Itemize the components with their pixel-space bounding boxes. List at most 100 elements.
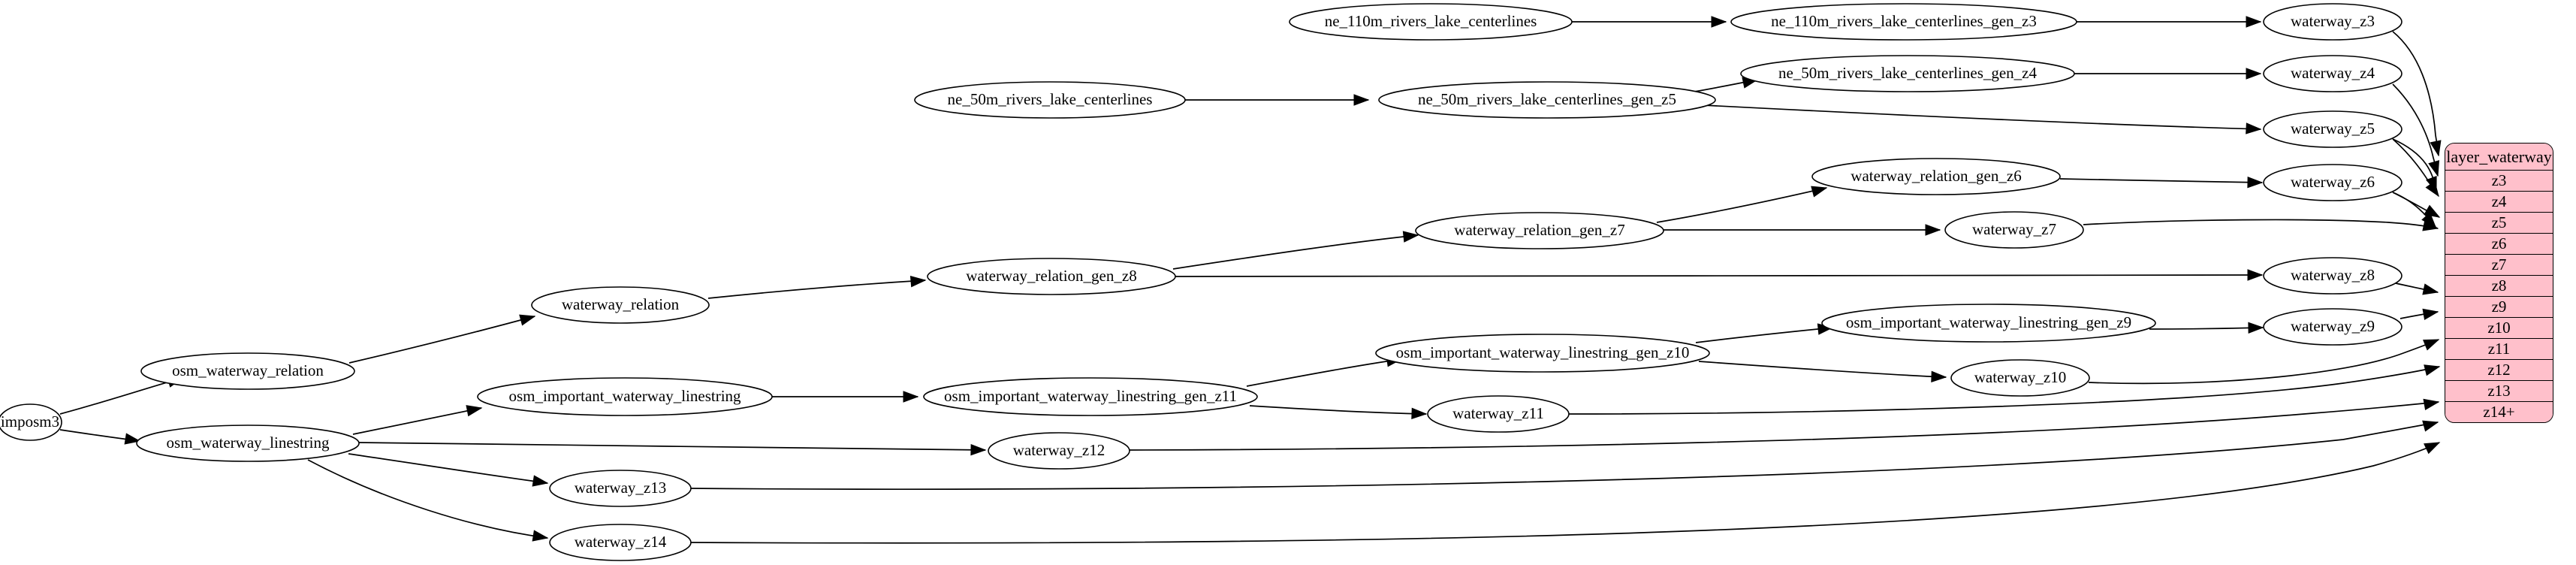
graph-node-ne_110m_rivers_lake_centerlines_gen_z3[interactable]: ne_110m_rivers_lake_centerlines_gen_z3 <box>1730 3 2077 41</box>
node-ellipse <box>1289 3 1573 41</box>
table-row-z7[interactable]: z7 <box>2445 255 2553 276</box>
graph-edge <box>59 377 183 415</box>
arrow-head-icon <box>2426 176 2437 193</box>
arrow-head-icon <box>2430 140 2442 157</box>
graph-node-osm_important_waterway_linestring[interactable]: osm_important_waterway_linestring <box>477 377 773 416</box>
node-ellipse <box>2263 308 2403 346</box>
arrow-head-icon <box>2423 339 2440 351</box>
graph-node-waterway_z9[interactable]: waterway_z9 <box>2263 308 2403 346</box>
graph-node-ne_50m_rivers_lake_centerlines_gen_z4[interactable]: ne_50m_rivers_lake_centerlines_gen_z4 <box>1740 55 2075 92</box>
graph-node-waterway_z4[interactable]: waterway_z4 <box>2263 55 2403 92</box>
arrow-head-icon <box>2247 176 2264 189</box>
arrow-head-icon <box>2247 269 2264 281</box>
graph-edge <box>358 442 986 451</box>
arrow-head-icon <box>2246 68 2262 80</box>
node-ellipse <box>2263 3 2403 41</box>
graph-edge <box>1129 401 2439 451</box>
graph-edge <box>307 459 548 539</box>
node-ellipse <box>140 352 355 390</box>
graph-edge <box>352 407 482 435</box>
node-ellipse <box>1730 3 2077 41</box>
arrow-head-icon <box>970 443 987 456</box>
arrow-head-icon <box>2422 283 2439 295</box>
table-row-z10[interactable]: z10 <box>2445 318 2553 339</box>
graph-node-waterway_z3[interactable]: waterway_z3 <box>2263 3 2403 41</box>
graph-edge <box>707 279 926 299</box>
arrow-head-icon <box>2422 308 2439 320</box>
graph-node-waterway_z7[interactable]: waterway_z7 <box>1944 211 2084 249</box>
node-ellipse <box>988 432 1130 470</box>
table-row-z8[interactable]: z8 <box>2445 276 2553 297</box>
graph-node-waterway_z6[interactable]: waterway_z6 <box>2263 164 2403 201</box>
graph-node-waterway_z14[interactable]: waterway_z14 <box>549 524 692 561</box>
node-ellipse <box>531 286 710 324</box>
node-ellipse <box>1740 55 2075 92</box>
arrow-head-icon <box>1811 186 1828 198</box>
arrow-head-icon <box>2423 398 2440 410</box>
graph-node-ne_50m_rivers_lake_centerlines_gen_z5[interactable]: ne_50m_rivers_lake_centerlines_gen_z5 <box>1378 81 1716 119</box>
arrow-head-icon <box>532 475 549 487</box>
graph-edge <box>1175 274 2263 277</box>
graph-edge <box>2083 219 2439 229</box>
graph-node-ne_50m_rivers_lake_centerlines[interactable]: ne_50m_rivers_lake_centerlines <box>914 81 1186 119</box>
table-row-z6[interactable]: z6 <box>2445 234 2553 255</box>
graph-node-waterway_z8[interactable]: waterway_z8 <box>2263 257 2403 295</box>
arrow-head-icon <box>2248 322 2264 334</box>
node-ellipse <box>2263 257 2403 295</box>
graph-node-waterway_relation[interactable]: waterway_relation <box>531 286 710 324</box>
graph-node-ne_110m_rivers_lake_centerlines[interactable]: ne_110m_rivers_lake_centerlines <box>1289 3 1573 41</box>
node-ellipse <box>549 524 692 561</box>
graph-node-osm_waterway_relation[interactable]: osm_waterway_relation <box>140 352 355 390</box>
table-row-z13[interactable]: z13 <box>2445 381 2553 402</box>
node-ellipse <box>1415 212 1664 249</box>
node-ellipse <box>2263 110 2403 148</box>
graph-node-imposm3[interactable]: imposm3 <box>0 403 62 441</box>
graph-node-waterway_relation_gen_z6[interactable]: waterway_relation_gen_z6 <box>1811 158 2061 195</box>
table-row-z12[interactable]: z12 <box>2445 360 2553 381</box>
graph-node-waterway_z13[interactable]: waterway_z13 <box>549 470 692 507</box>
graph-node-osm_waterway_linestring[interactable]: osm_waterway_linestring <box>136 425 360 462</box>
arrow-head-icon <box>909 276 927 288</box>
graph-edge <box>1249 405 1427 415</box>
graph-edge <box>1703 104 2261 130</box>
arrow-head-icon <box>519 314 536 326</box>
graph-node-osm_important_waterway_linestring_gen_z10[interactable]: osm_important_waterway_linestring_gen_z1… <box>1375 334 1710 373</box>
table-row-z9[interactable]: z9 <box>2445 297 2553 318</box>
node-ellipse <box>1427 395 1570 433</box>
graph-node-waterway_z10[interactable]: waterway_z10 <box>1950 359 2090 397</box>
graph-node-waterway_relation_gen_z7[interactable]: waterway_relation_gen_z7 <box>1415 212 1664 249</box>
node-ellipse <box>1944 211 2084 249</box>
table-row-z5[interactable]: z5 <box>2445 213 2553 234</box>
node-ellipse <box>1378 81 1716 119</box>
node-ellipse <box>477 377 773 416</box>
node-ellipse <box>2263 55 2403 92</box>
graph-edge <box>1656 187 1827 223</box>
graph-edge <box>2392 31 2439 156</box>
graph-node-osm_important_waterway_linestring_gen_z9[interactable]: osm_important_waterway_linestring_gen_z9 <box>1821 304 2156 343</box>
graph-node-waterway_z11[interactable]: waterway_z11 <box>1427 395 1570 433</box>
arrow-head-icon <box>1711 16 1727 28</box>
arrow-head-icon <box>1925 224 1941 236</box>
node-ellipse <box>549 470 692 507</box>
graph-edge <box>2149 327 2264 330</box>
arrow-head-icon <box>2422 420 2439 432</box>
node-ellipse <box>923 377 1258 416</box>
graph-edge <box>1568 366 2440 415</box>
graph-node-waterway_z12[interactable]: waterway_z12 <box>988 432 1130 470</box>
graph-node-waterway_relation_gen_z8[interactable]: waterway_relation_gen_z8 <box>927 258 1176 295</box>
graph-edge <box>1698 361 1947 378</box>
table-row-z11[interactable]: z11 <box>2445 339 2553 360</box>
graph-node-waterway_z5[interactable]: waterway_z5 <box>2263 110 2403 148</box>
graph-node-osm_important_waterway_linestring_gen_z11[interactable]: osm_important_waterway_linestring_gen_z1… <box>923 377 1258 416</box>
arrow-head-icon <box>2424 442 2441 455</box>
table-row-z14plus[interactable]: z14+ <box>2445 402 2553 422</box>
graph-edge <box>348 453 548 484</box>
table-row-z4[interactable]: z4 <box>2445 192 2553 213</box>
arrow-head-icon <box>2246 122 2262 134</box>
node-ellipse <box>2263 164 2403 201</box>
table-row-z3[interactable]: z3 <box>2445 171 2553 192</box>
